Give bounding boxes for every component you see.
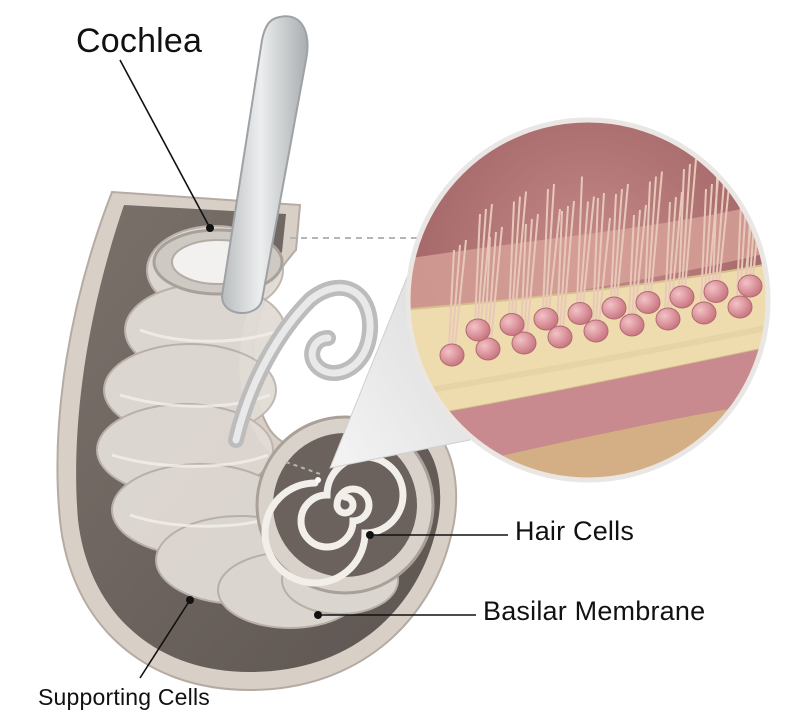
stereocilia <box>576 176 583 306</box>
hair-cell <box>567 302 593 325</box>
stereocilia <box>487 231 497 342</box>
hair-cell <box>669 285 695 309</box>
hair-cell <box>727 295 753 319</box>
stereocilia <box>628 214 635 318</box>
hair-cell <box>465 318 491 342</box>
leader-lines <box>119 59 508 679</box>
stereocilia <box>595 192 605 324</box>
stereocilia <box>647 176 657 295</box>
hair-cell <box>635 291 661 314</box>
leader-dots <box>186 224 374 619</box>
stereocilia <box>667 196 677 312</box>
stereocilia <box>664 201 671 312</box>
stereocilia <box>448 249 455 348</box>
stereocilia <box>548 208 561 312</box>
stereocilia <box>545 183 555 312</box>
stereocilia <box>454 239 467 348</box>
magnifier-rim <box>405 117 771 483</box>
label-cochlea: Cochlea <box>76 22 203 60</box>
hair-cell <box>547 325 573 349</box>
stereocilia <box>559 205 569 330</box>
hair-cell <box>439 343 465 367</box>
stereocilia <box>715 181 725 284</box>
stereocilia <box>514 191 527 317</box>
stereocilia <box>508 201 515 317</box>
stereocilia <box>613 188 623 301</box>
stereocilia <box>562 200 575 330</box>
stereocilia <box>718 176 731 284</box>
hair-cell <box>601 296 627 320</box>
glass-tube <box>220 15 309 314</box>
stereocilia <box>678 168 685 290</box>
hair-cell <box>475 337 501 361</box>
stereocilia <box>579 201 589 306</box>
stereocilia <box>480 203 493 323</box>
hair-cells <box>439 156 765 367</box>
stereocilia <box>556 210 563 330</box>
stereocilia <box>700 188 707 306</box>
stereocilia <box>451 244 461 348</box>
stereocilia <box>477 208 487 323</box>
label-hair-cells: Hair Cells <box>515 516 635 546</box>
spiral-cochlea <box>255 415 435 595</box>
stereocilia <box>520 223 527 336</box>
hair-cell <box>619 313 645 337</box>
hair-cell <box>691 301 717 325</box>
hair-cell <box>655 307 681 331</box>
stereocilia <box>644 181 651 295</box>
stereocilia <box>474 213 481 323</box>
stereocilia <box>582 196 595 306</box>
stereocilia <box>681 163 691 290</box>
stereocilia <box>650 171 663 295</box>
hair-cell <box>533 307 559 331</box>
hair-cell <box>583 319 609 343</box>
hair-cell <box>703 280 729 303</box>
label-basilar-membrane: Basilar Membrane <box>483 596 706 626</box>
label-supporting-cells: Supporting Cells <box>38 684 210 710</box>
stereocilia <box>523 218 533 336</box>
stereocilia <box>610 193 617 301</box>
stereocilia <box>511 196 521 317</box>
stereocilia <box>703 183 713 306</box>
stereocilia <box>542 188 549 312</box>
hair-cell <box>737 274 763 298</box>
stereocilia <box>684 158 697 290</box>
hair-cell <box>511 331 537 355</box>
stereocilia <box>598 217 611 324</box>
stereocilia <box>592 197 599 324</box>
stereocilia <box>616 183 629 301</box>
stereocilia <box>631 209 641 318</box>
stereocilia <box>490 226 503 342</box>
hair-cell <box>499 313 525 336</box>
stereocilia <box>526 213 539 336</box>
